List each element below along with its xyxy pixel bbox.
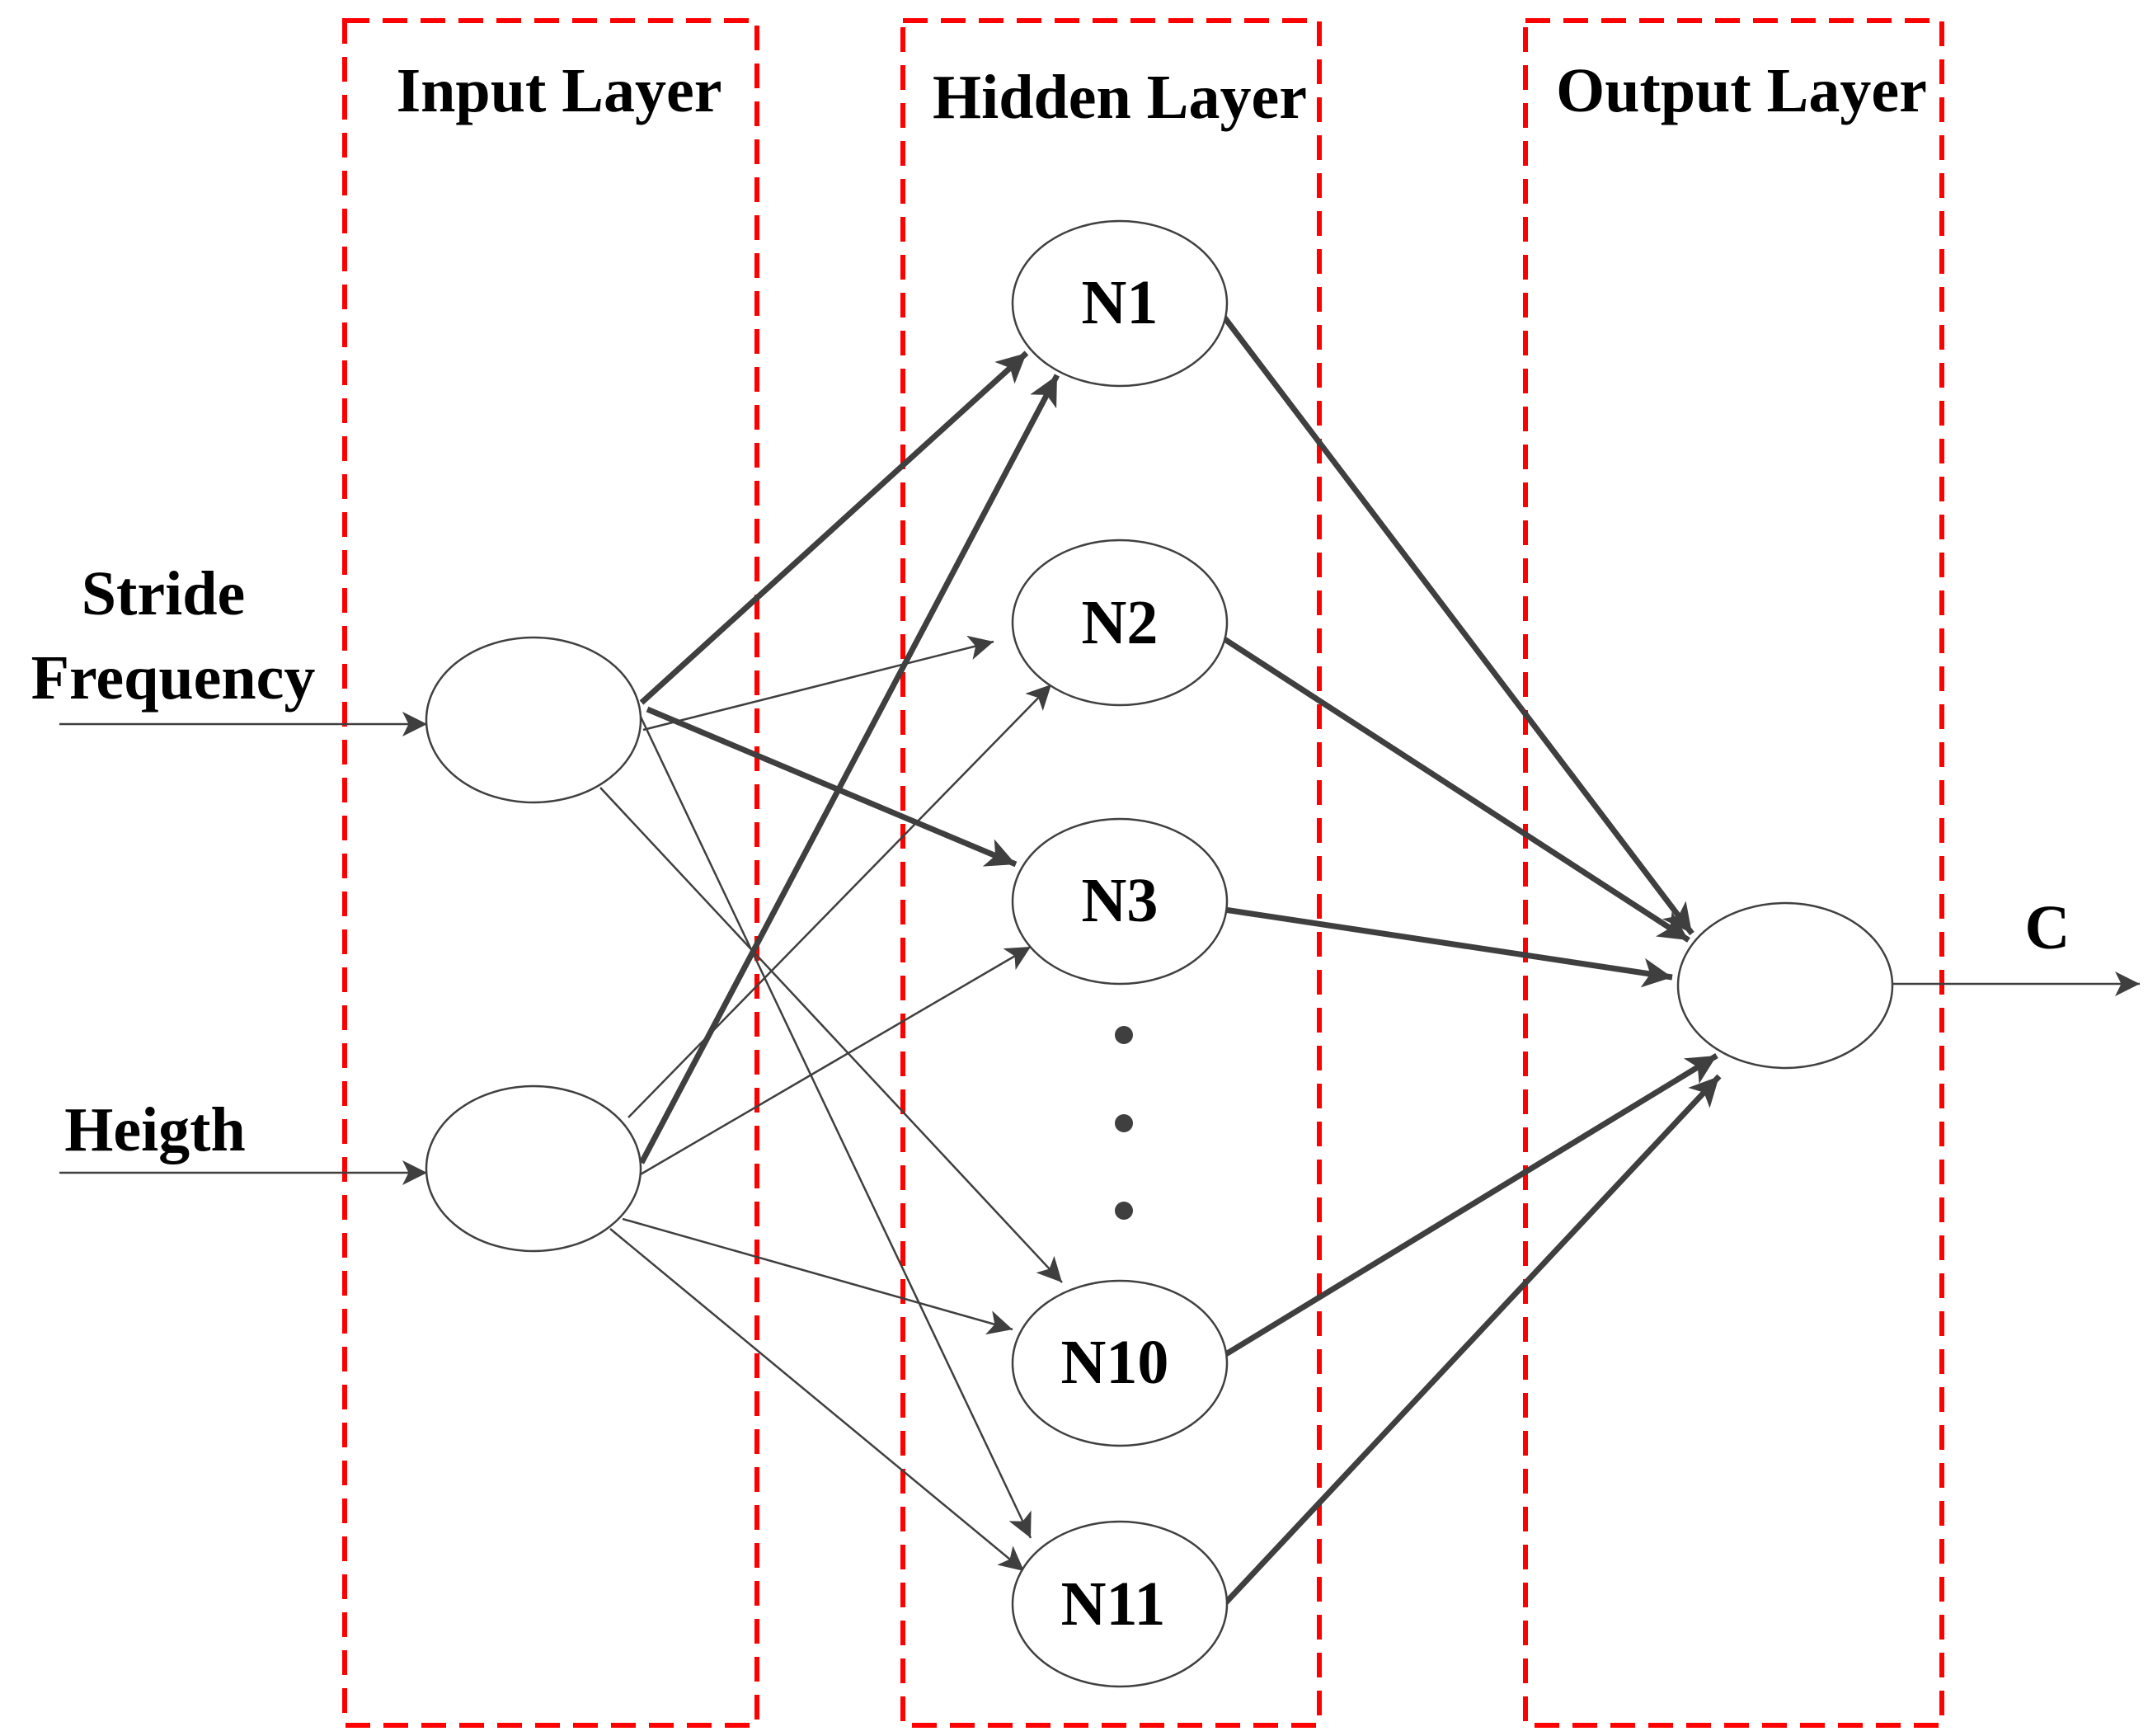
input-node-stride-frequency: [425, 636, 642, 804]
input-label-stride: Stride: [82, 559, 245, 628]
hidden-layer-box: [900, 18, 1322, 1728]
output-node: [1676, 901, 1894, 1070]
hidden-node-label: N1: [1082, 268, 1159, 337]
edge-stride-n2: [642, 635, 994, 732]
edge-n10-output: [1223, 1053, 1718, 1357]
edge-n11-output: [1222, 1074, 1722, 1607]
thick-connections: [638, 315, 1722, 1607]
input-label-height: Heigth: [64, 1095, 246, 1164]
ellipsis-dot: [1115, 1114, 1133, 1132]
hidden-node-label: N10: [1061, 1328, 1169, 1397]
edge-height-n2: [627, 684, 1052, 1118]
edge-height-n3: [638, 945, 1032, 1177]
edge-height-n1: [638, 374, 1060, 1164]
hidden-node-n2: [1011, 539, 1229, 707]
thin-connections: [599, 635, 1063, 1572]
edge-height-n10: [622, 1217, 1013, 1335]
hidden-node-n3: [1011, 817, 1229, 986]
hidden-node-n1: [1011, 219, 1229, 388]
edge-stride-n11: [637, 713, 1032, 1539]
hidden-node-label: N11: [1061, 1569, 1166, 1639]
edge-stride-n1: [639, 350, 1029, 705]
hidden-layer-title: Hidden Layer: [933, 63, 1307, 132]
output-layer-box: [1523, 18, 1944, 1728]
hidden-node-label: N3: [1082, 866, 1159, 935]
input-node-height: [425, 1084, 642, 1253]
ellipsis-dot: [1115, 1202, 1133, 1220]
input-layer-title: Input Layer: [397, 56, 722, 125]
edge-stride-n10: [599, 787, 1063, 1283]
input-layer-box: [342, 18, 759, 1728]
input-label-frequency: Frequency: [31, 643, 316, 713]
edge-n1-output: [1222, 315, 1694, 936]
edge-n2-output: [1223, 637, 1690, 943]
output-layer-title: Output Layer: [1556, 56, 1927, 125]
edge-stride-n3: [646, 706, 1018, 868]
edge-n3-output: [1224, 906, 1673, 988]
hidden-node-n10: [1011, 1279, 1229, 1447]
hidden-node-label: N2: [1082, 588, 1159, 657]
edge-height-n11: [609, 1228, 1025, 1572]
output-label-c: C: [2025, 893, 2070, 962]
hidden-node-n11: [1011, 1520, 1229, 1688]
ellipsis-dot: [1115, 1026, 1133, 1044]
